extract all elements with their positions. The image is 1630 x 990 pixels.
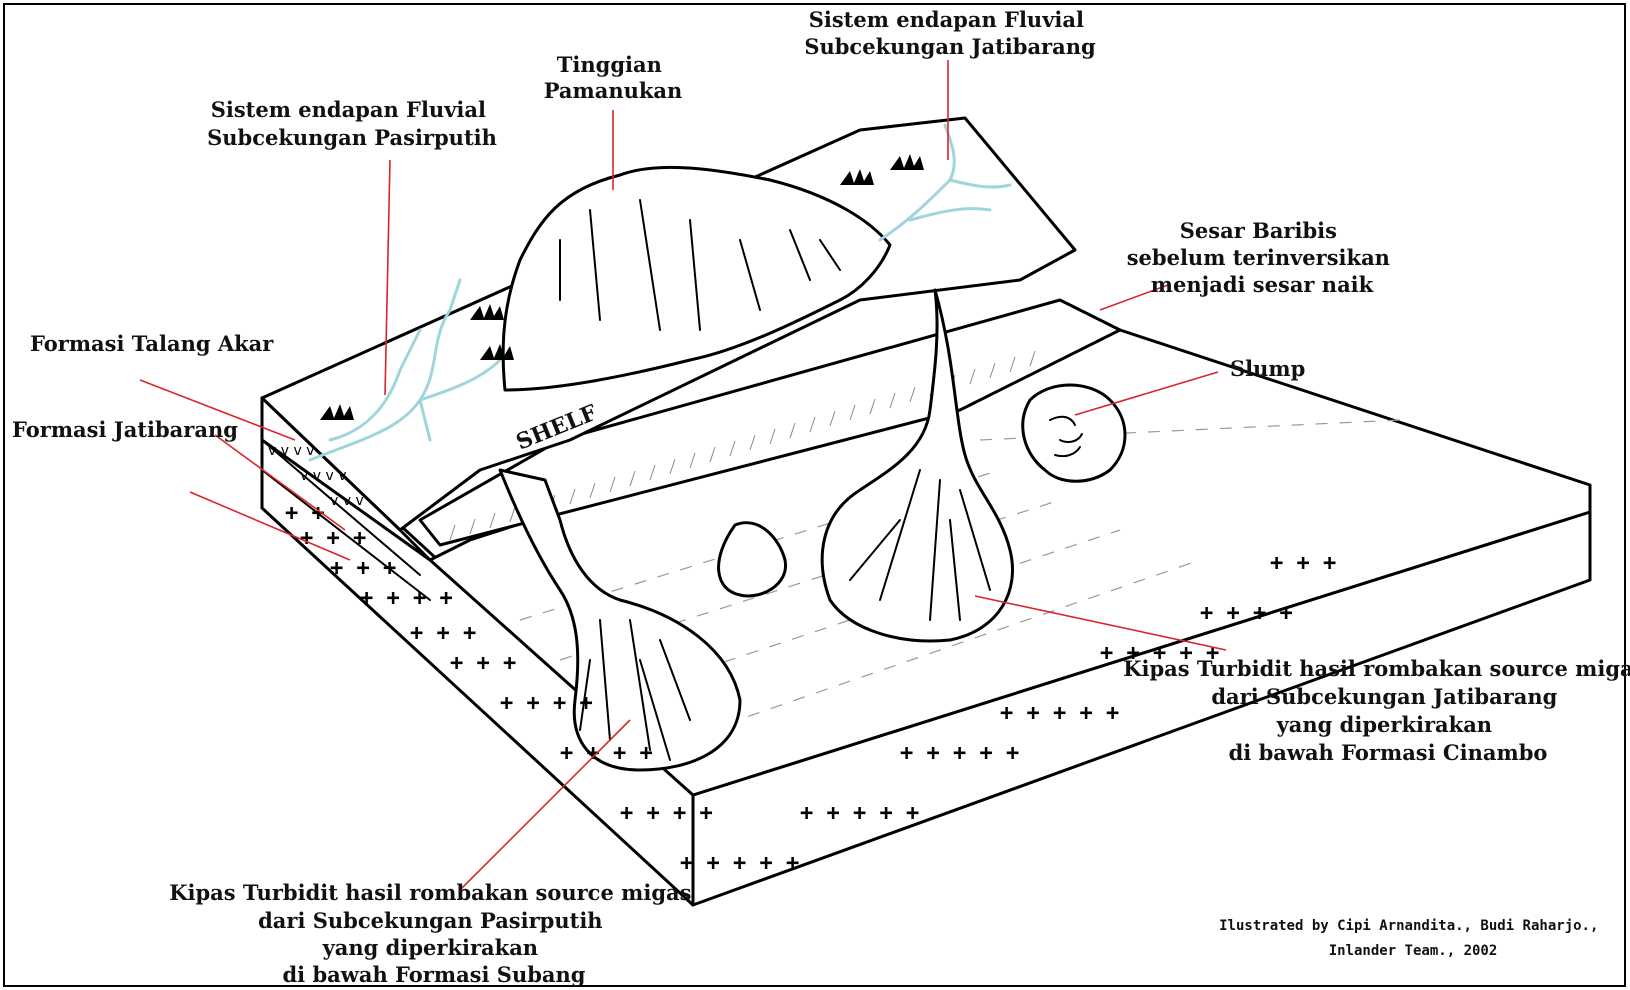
credit-text: Ilustrated by Cipi Arnandita., Budi Raha… (1219, 918, 1607, 959)
svg-text:+ + + +: + + + + (500, 691, 593, 716)
svg-text:+ + + + +: + + + + + (900, 741, 1019, 766)
label-tinggian: Tinggian Pamanukan (544, 52, 683, 103)
label-slump: Slump (1230, 356, 1305, 381)
label-sesar-baribis: Sesar Baribis sebelum terinversikan menj… (1127, 218, 1398, 297)
svg-text:+ + +: + + + (450, 651, 516, 676)
svg-text:+ + +: + + + (300, 526, 366, 551)
svg-text:+ + + + +: + + + + + (680, 851, 799, 876)
svg-text:+ + + +: + + + + (620, 801, 713, 826)
svg-text:+ + + + +: + + + + + (800, 801, 919, 826)
svg-text:v v v v: v v v v (268, 443, 315, 459)
label-fluvial-pasirputih: Sistem endapan Fluvial Subcekungan Pasir… (207, 97, 497, 150)
svg-text:+ + +: + + + (330, 556, 396, 581)
svg-text:+ + + +: + + + + (360, 586, 453, 611)
label-kipas-pasirputih: Kipas Turbidit hasil rombakan source mig… (169, 880, 699, 987)
svg-text:v v v v: v v v v (300, 468, 347, 484)
label-fluvial-jatibarang: Sistem endapan Fluvial Subcekungan Jatib… (804, 7, 1096, 59)
tinggian-high (503, 167, 890, 390)
svg-text:+ + + +: + + + + (1200, 601, 1293, 626)
svg-text:+ +: + + (285, 501, 325, 526)
label-jatibarang: Formasi Jatibarang (12, 417, 238, 442)
svg-text:+ + +: + + + (1270, 551, 1336, 576)
svg-text:+ + +: + + + (410, 621, 476, 646)
label-talang-akar: Formasi Talang Akar (30, 331, 274, 356)
svg-text:v v v: v v v (330, 493, 364, 509)
svg-text:+ + + + +: + + + + + (1000, 701, 1119, 726)
